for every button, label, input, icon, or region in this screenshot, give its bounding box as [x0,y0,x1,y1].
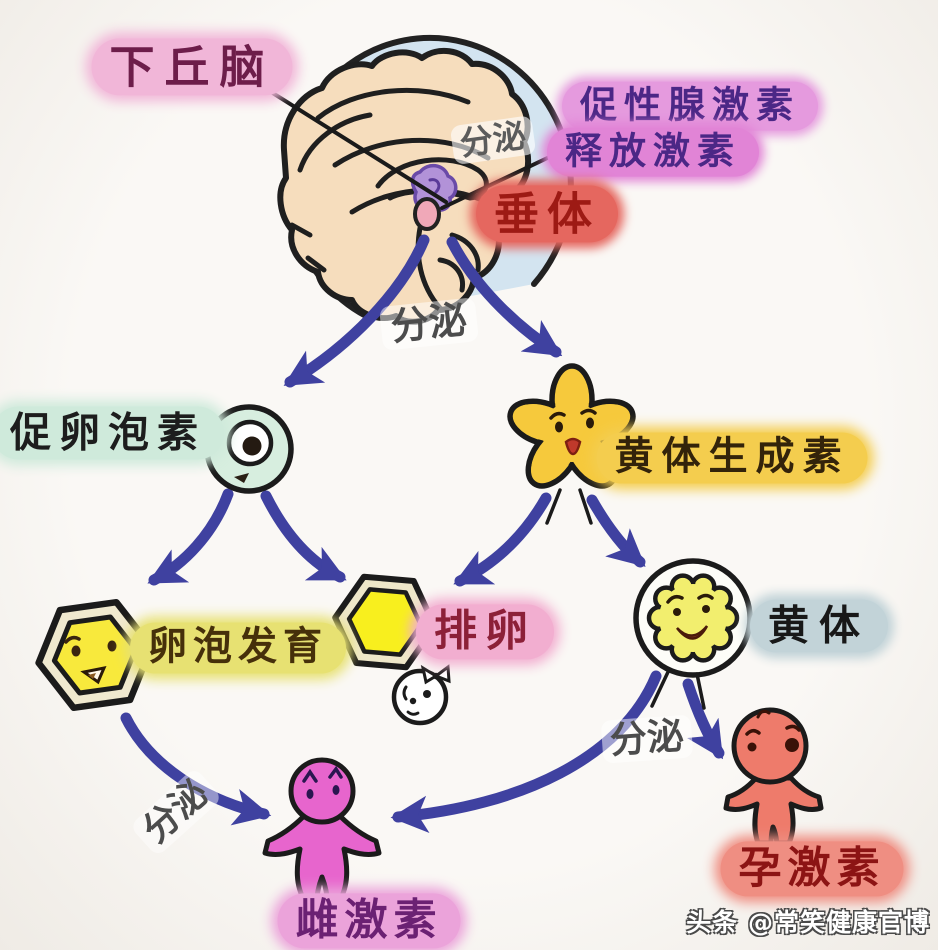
flow-arrows [120,234,725,833]
arrow-pituitary-to-fsh [283,234,430,388]
arrow-fsh-to-follicle [147,488,234,586]
progesterone-figure [723,707,824,846]
arrow-fsh-to-ovulation [260,490,347,583]
lh-label: 黄体生成素 [596,432,868,484]
estrogen-figure [262,757,382,901]
estrogen-label: 雌激素 [277,893,461,949]
fsh-cell-character [204,404,294,494]
egg-character [391,664,451,726]
follicle-development-label: 卵泡发育 [129,622,347,674]
secrete-label-corpus-luteum-arrow: 分泌 [600,714,694,764]
watermark: 头条 @常笑健康官博 [686,908,930,937]
pituitary-gland-shape [413,197,441,231]
ovulation-label: 排卵 [416,604,554,660]
lh-flower-face [549,408,597,456]
arrow-corpus-luteum-to-progesterone [682,678,725,760]
corpus-luteum-legs [650,670,706,710]
hypothalamus-pointer-line [250,78,448,204]
progesterone-label: 孕激素 [720,841,904,897]
estrogen-face [302,765,343,799]
arrow-pituitary-to-lh [446,236,563,358]
hypothalamus-detail [428,178,441,194]
fsh-label: 促卵泡素 [0,406,224,460]
corpus-luteum-face [666,593,714,640]
arrow-corpus-luteum-to-estrogen [390,670,662,833]
arrow-follicle-to-estrogen [120,712,272,826]
lh-flower-legs [545,488,593,525]
brain-illustration [250,34,574,325]
pituitary-label: 垂体 [475,185,619,243]
corpus-luteum-label: 黄体 [750,599,888,653]
arrow-lh-to-ovulation [453,492,552,587]
ovulation-hexagon [332,573,438,671]
follicle-character [35,598,155,712]
gnrh-pointer-line [440,150,562,210]
gnrh-label-line1: 促性腺激素 [562,81,818,131]
hypothalamus-label: 下丘脑 [91,38,293,96]
corpus-luteum-character [633,558,753,710]
arrow-lh-to-corpus-luteum [586,494,646,568]
follicle-face [64,635,117,685]
gnrh-label-line2: 释放激素 [547,127,759,177]
lh-flower-character [507,363,636,525]
progesterone-face [745,709,801,752]
